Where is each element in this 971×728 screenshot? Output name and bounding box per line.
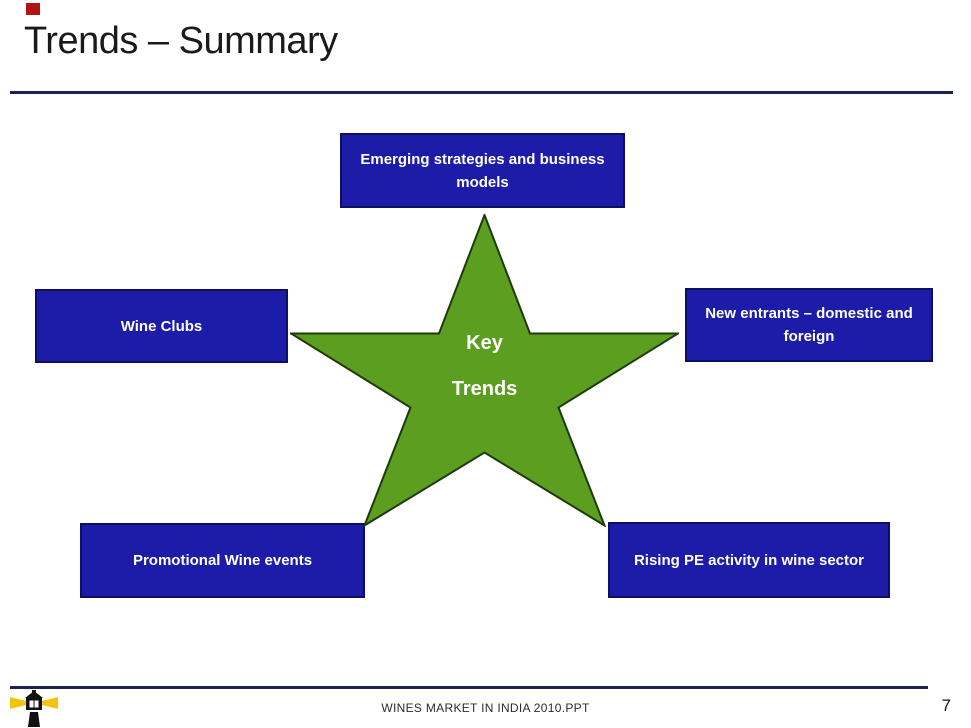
- slide-title: Trends – Summary: [24, 20, 338, 62]
- lighthouse-beam-left: [10, 697, 26, 709]
- box-label: New entrants – domestic and foreign: [705, 305, 913, 345]
- diagram-box-emerging-strategies: Emerging strategies and business models: [340, 133, 625, 208]
- diagram-box-new-entrants: New entrants – domestic and foreign: [685, 288, 933, 362]
- diagram-box-rising-pe: Rising PE activity in wine sector: [608, 522, 890, 598]
- lighthouse-beam-right: [42, 697, 58, 709]
- lighthouse-roof: [25, 691, 43, 698]
- box-label: Rising PE activity in wine sector: [633, 551, 865, 569]
- lighthouse-logo-icon: [10, 690, 58, 727]
- box-label: Wine Clubs: [120, 317, 203, 335]
- lighthouse-window-right: [34, 700, 39, 708]
- diagram-box-promotional-events: Promotional Wine events: [80, 523, 365, 598]
- footer-filename: WINES MARKET IN INDIA 2010.PPT: [381, 701, 590, 715]
- footer-divider: [10, 686, 928, 689]
- box-label: Promotional Wine events: [132, 552, 313, 569]
- red-accent-square: [26, 3, 40, 15]
- box-label: Emerging strategies and business models: [360, 150, 605, 191]
- key-trends-star: [290, 214, 679, 527]
- page-number: 7: [941, 696, 951, 715]
- lighthouse-tower: [28, 712, 40, 727]
- star-shape: [290, 214, 679, 527]
- diagram-box-wine-clubs: Wine Clubs: [35, 289, 288, 363]
- title-divider: [10, 91, 953, 94]
- lighthouse-window-left: [29, 700, 34, 708]
